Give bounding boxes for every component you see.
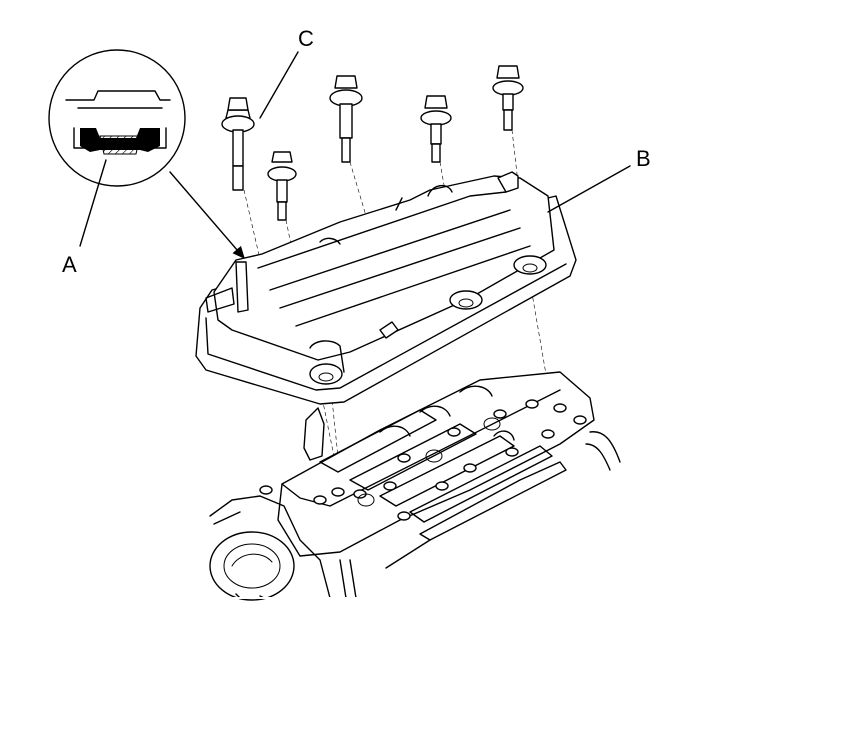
bolt-c2 <box>267 151 297 221</box>
callout-b: B <box>636 146 651 171</box>
detail-leader-arrow <box>169 171 245 260</box>
callout-c-leader <box>259 51 299 119</box>
callout-a-leader <box>79 159 107 247</box>
gasket-core <box>99 135 141 155</box>
valve-cover <box>195 171 577 405</box>
detail-circle <box>48 49 186 187</box>
bolt-right1 <box>420 95 452 163</box>
head-bolts <box>259 399 587 521</box>
bolt-right2 <box>492 65 524 131</box>
engine-block <box>209 495 357 601</box>
cylinder-head <box>259 371 621 569</box>
callout-a: A <box>62 252 77 277</box>
callout-c: C <box>298 26 314 51</box>
bolt-c1 <box>221 97 255 191</box>
callout-b-leader <box>547 165 631 213</box>
bolt-mid <box>329 75 363 163</box>
